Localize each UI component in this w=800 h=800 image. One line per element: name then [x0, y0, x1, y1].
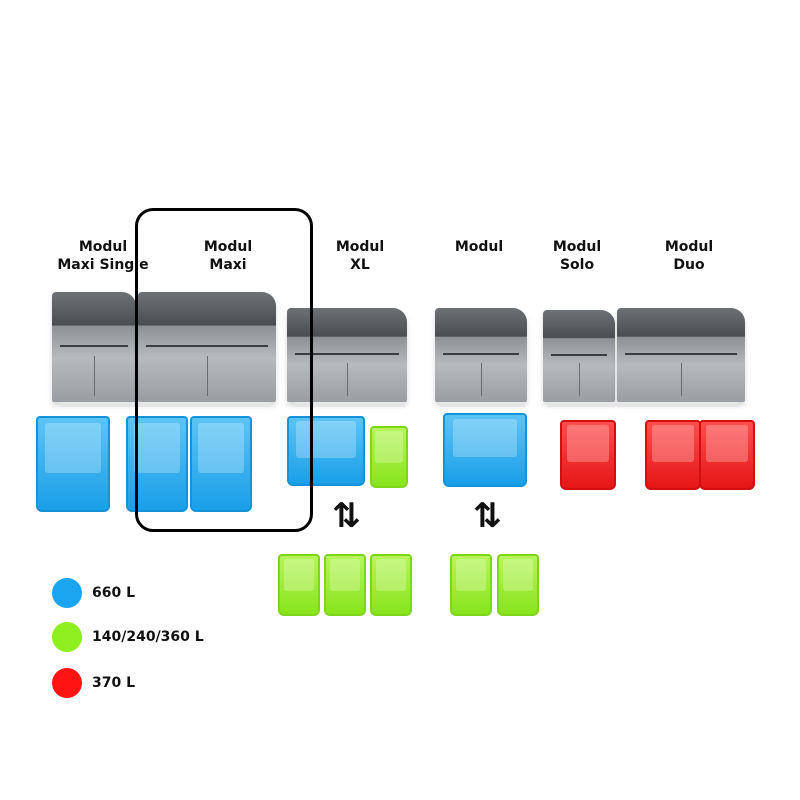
label-line: XL — [350, 257, 370, 273]
bin-small — [450, 554, 492, 616]
bin-small — [278, 554, 320, 616]
label-line: Modul — [78, 239, 128, 255]
base-plate — [440, 402, 525, 407]
label-line: Solo — [559, 257, 595, 273]
legend-swatch-green — [52, 622, 82, 652]
legend-label: 140/240/360 L — [92, 629, 204, 645]
housing-xl — [287, 308, 407, 402]
bin-small — [497, 554, 539, 616]
label-line: Maxi Single — [57, 257, 149, 273]
swap-arrows-icon: ⇅ — [473, 496, 502, 536]
label-line: Modul — [552, 239, 602, 255]
bin-370l — [560, 420, 616, 490]
bin-660l — [287, 416, 365, 486]
legend-label: 370 L — [92, 675, 136, 691]
module-label-modul: Modul — [419, 238, 539, 256]
bin-370l — [645, 420, 701, 490]
legend-swatch-blue — [52, 578, 82, 608]
housing-maxi-single — [52, 292, 136, 402]
base-plate — [60, 402, 270, 407]
bin-small — [324, 554, 366, 616]
housing-maxi — [138, 292, 276, 402]
label-line: Modul — [454, 239, 504, 255]
bin-370l — [699, 420, 755, 490]
label-line: Duo — [673, 257, 705, 273]
housing-duo — [617, 308, 745, 402]
bin-small — [370, 426, 408, 488]
housing-solo — [543, 310, 615, 402]
label-line: Modul — [664, 239, 714, 255]
label-line: Maxi — [209, 257, 247, 273]
legend-swatch-red — [52, 668, 82, 698]
base-plate — [548, 402, 738, 407]
bin-660l — [36, 416, 110, 512]
bin-660l — [443, 413, 527, 487]
label-line: Modul — [203, 239, 253, 255]
highlight-frame-maxi — [135, 208, 313, 532]
bin-660l — [190, 416, 252, 512]
base-plate — [295, 402, 405, 407]
housing-modul — [435, 308, 527, 402]
bin-small — [370, 554, 412, 616]
label-line: Modul — [335, 239, 385, 255]
legend-label: 660 L — [92, 585, 136, 601]
swap-arrows-icon: ⇅ — [332, 496, 361, 536]
